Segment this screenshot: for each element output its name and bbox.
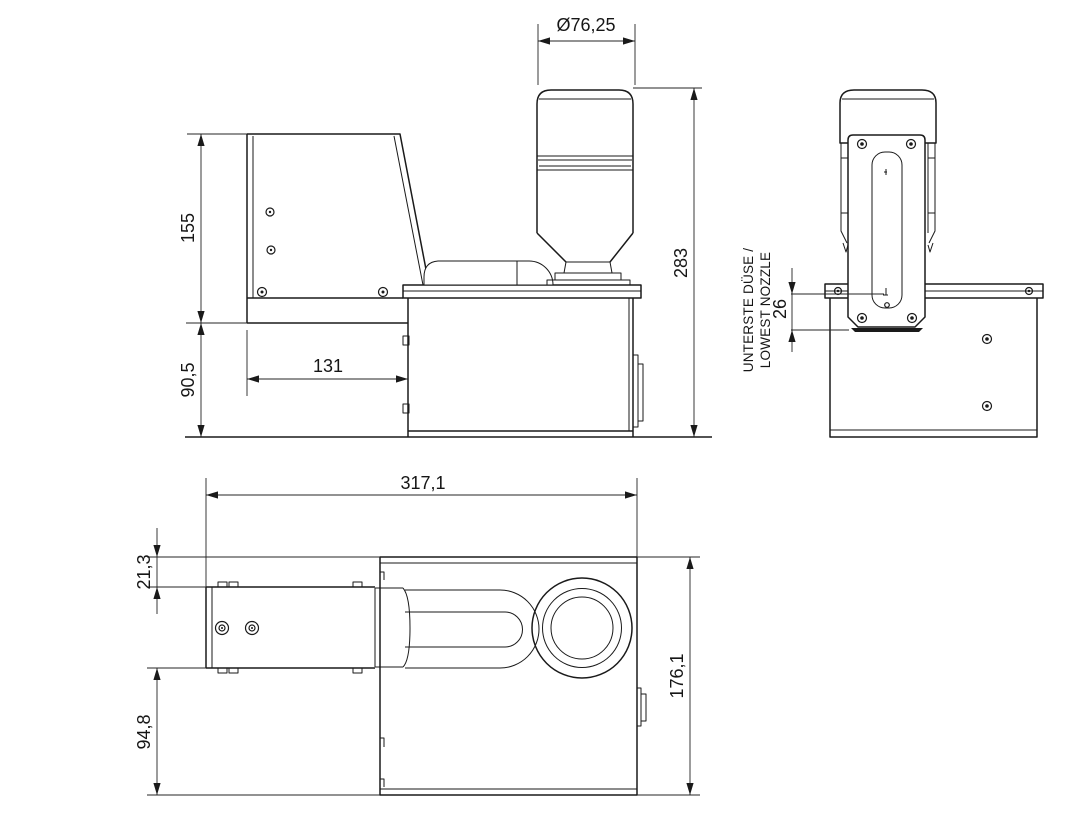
arm-screws <box>214 620 260 636</box>
screw-dot-icon <box>268 210 272 214</box>
screw-icon <box>981 333 993 345</box>
screw-icon <box>833 286 843 296</box>
screw-dot-icon <box>381 290 385 294</box>
dim-label-lowest-nozzle: 26 <box>770 299 790 319</box>
dim-hopper-height: 155 <box>178 133 247 324</box>
hopper-inner-lines <box>252 135 424 298</box>
bottle-clamp-right <box>927 143 936 253</box>
screw-dot-icon <box>860 316 864 320</box>
screw-dot-icon <box>860 142 864 146</box>
screw-dot-icon <box>836 289 840 293</box>
dim-body-depth: 176,1 <box>637 556 700 796</box>
screw-dot-icon <box>985 404 989 408</box>
bottle-clamp-left <box>840 143 849 253</box>
main-body-side-details <box>402 290 641 431</box>
dim-bottle-diameter: Ø76,25 <box>537 15 636 85</box>
receptacle-inner-circle <box>550 596 614 660</box>
screw-ring-icon <box>248 624 256 632</box>
body-screws <box>981 333 993 412</box>
dim-overall-height: 283 <box>633 87 702 437</box>
arm-top-details <box>211 581 363 674</box>
screw-icon <box>906 312 918 324</box>
dim-hopper-depth: 131 <box>246 330 408 396</box>
dim-label-overall-length: 317,1 <box>400 473 445 493</box>
bottle-outline <box>536 89 634 263</box>
screw-dot-icon <box>910 316 914 320</box>
screw-dot-icon <box>909 142 913 146</box>
dim-label-hopper-depth: 131 <box>313 356 343 376</box>
main-body-side <box>402 284 642 437</box>
top-latch <box>637 687 647 727</box>
receptacle-middle-circle <box>542 588 622 668</box>
dim-arm-to-rear: 94,8 <box>134 667 380 796</box>
nozzle-slot <box>871 151 903 309</box>
nozzle-hole-icon <box>884 302 890 308</box>
dim-base-height: 90,5 <box>178 323 205 437</box>
screw-icon <box>256 286 268 298</box>
bottle-flange <box>554 272 622 281</box>
screw-dot-icon <box>251 627 253 629</box>
bottle-neck-collar <box>563 261 613 274</box>
screw-icon <box>1024 286 1034 296</box>
annotation-line-1: UNTERSTE DÜSE / <box>741 248 756 373</box>
screw-icon <box>244 620 260 636</box>
side-view: Ø76,25 283 155 90,5 131 <box>178 15 712 438</box>
nozzle-plate-foot <box>851 328 923 332</box>
screw-dot-icon <box>1027 289 1031 293</box>
dim-lowest-nozzle: 26 <box>770 268 884 352</box>
screw-icon <box>856 138 868 150</box>
screw-dot-icon <box>985 337 989 341</box>
dim-overall-length: 317,1 <box>205 473 638 587</box>
main-body-front <box>824 283 1044 438</box>
duct-elbow <box>516 260 554 286</box>
screw-icon <box>377 286 389 298</box>
bottle-base-plate <box>546 279 631 286</box>
screw-ring-icon <box>218 624 226 632</box>
dim-label-hopper-height: 155 <box>178 213 198 243</box>
screw-icon <box>265 207 275 217</box>
dim-label-overall-height: 283 <box>671 248 691 278</box>
lowest-nozzle-annotation: UNTERSTE DÜSE / LOWEST NOZZLE <box>741 248 773 373</box>
nozzle-marks <box>883 169 888 296</box>
dim-label-arm-to-rear: 94,8 <box>134 714 154 749</box>
screw-icon <box>266 245 276 255</box>
dim-label-base-height: 90,5 <box>178 362 198 397</box>
dim-label-arm-overhang: 21,3 <box>134 554 154 589</box>
tube-inner <box>405 611 523 648</box>
annotation-line-2: LOWEST NOZZLE <box>758 252 773 368</box>
tube-outer <box>405 589 540 669</box>
screw-icon <box>856 312 868 324</box>
dim-arm-overhang: 21,3 <box>134 528 380 614</box>
screw-dot-icon <box>260 290 264 294</box>
arm-top-outline <box>205 586 375 669</box>
dim-label-bottle-diameter: Ø76,25 <box>556 15 615 35</box>
screw-dot-icon <box>269 248 273 252</box>
nozzle-plate-screws <box>856 138 918 324</box>
screw-icon <box>214 620 230 636</box>
screw-icon <box>905 138 917 150</box>
bottle-side <box>536 89 634 286</box>
receptacle-outer-circle <box>531 577 633 679</box>
screw-dot-icon <box>221 627 223 629</box>
side-latch <box>632 354 644 428</box>
nozzle-plate <box>847 134 926 328</box>
front-view: 26 UNTERSTE DÜSE / LOWEST NOZZLE <box>741 89 1044 438</box>
junction-plate <box>374 587 411 668</box>
screw-icon <box>981 400 993 412</box>
main-body-top-details <box>380 562 637 790</box>
receptacle-circles <box>531 577 633 679</box>
hopper-screws <box>256 207 389 298</box>
rail-screws <box>833 286 1034 296</box>
bottle-front <box>839 89 937 144</box>
bottle-ridges <box>537 98 633 171</box>
cover-duct <box>423 260 518 286</box>
top-view: 317,1 21,3 94,8 176,1 <box>134 473 700 796</box>
dim-label-body-depth: 176,1 <box>667 653 687 698</box>
hopper-outline <box>246 133 430 324</box>
